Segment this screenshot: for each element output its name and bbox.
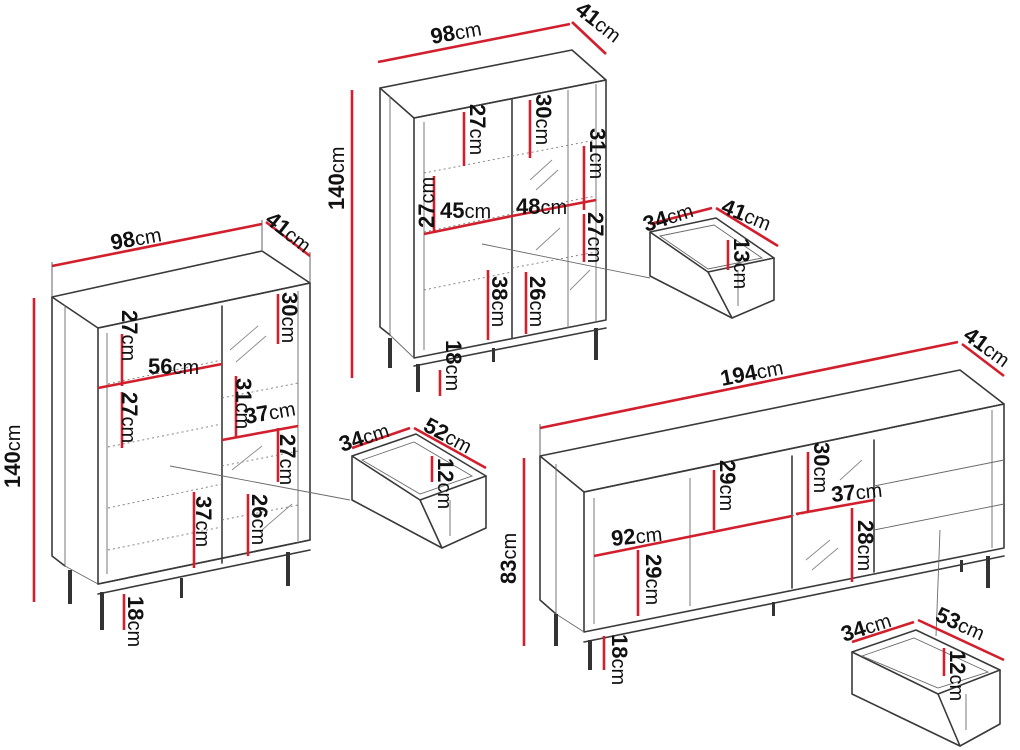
dim-label: 18cm <box>123 596 148 647</box>
dim-label: 83cm <box>496 533 521 584</box>
dim-label: 27cm <box>414 177 439 228</box>
dim-label: 13cm <box>729 238 754 289</box>
dim-label: 41cm <box>718 193 775 235</box>
drawer-bottom <box>851 629 1001 747</box>
dim-label: 37cm <box>830 477 883 507</box>
dimension-lines <box>32 21 1005 676</box>
cabinet-top <box>379 49 651 392</box>
dim-label: 41cm <box>571 0 627 47</box>
dim-label: 37cm <box>191 496 216 547</box>
dim-label: 92cm <box>610 521 663 551</box>
cabinet-left <box>51 250 351 630</box>
dim-label: 45cm <box>440 198 491 223</box>
dim-label: 38cm <box>487 276 512 327</box>
dim-label: 26cm <box>525 276 550 327</box>
dim-label: 27cm <box>465 104 490 155</box>
dim-label: 31cm <box>231 378 256 429</box>
drawer-top <box>649 217 775 319</box>
dim-label: 30cm <box>809 442 834 493</box>
dim-label: 30cm <box>531 94 556 145</box>
dim-label: 12cm <box>433 458 458 509</box>
drawer-mid <box>351 433 487 549</box>
dim-label: 27cm <box>275 434 300 485</box>
dim-label: 30cm <box>277 292 302 343</box>
dim-label: 34cm <box>640 197 696 237</box>
dim-label: 52cm <box>420 412 477 458</box>
sideboard <box>539 369 1005 670</box>
dim-label: 18cm <box>441 340 466 391</box>
dim-label: 27cm <box>583 212 608 263</box>
dim-label: 37cm <box>243 395 298 429</box>
dim-label: 18cm <box>607 634 632 685</box>
dim-label: 98cm <box>109 221 164 255</box>
dim-label: 98cm <box>429 15 484 49</box>
dim-label: 29cm <box>715 460 740 511</box>
dim-label: 140cm <box>0 425 25 488</box>
dim-label: 56cm <box>148 354 199 379</box>
dim-label: 12cm <box>945 650 970 701</box>
dim-label: 26cm <box>247 494 272 545</box>
dim-label: 34cm <box>336 417 392 457</box>
dim-label: 140cm <box>324 147 349 210</box>
dim-label: 27cm <box>117 310 142 361</box>
dim-label: 29cm <box>641 554 666 605</box>
dim-label: 27cm <box>117 392 142 443</box>
dim-label: 31cm <box>585 128 610 179</box>
dim-label: 28cm <box>853 520 878 571</box>
dim-label: 48cm <box>516 194 567 219</box>
dim-label: 41cm <box>261 206 317 257</box>
